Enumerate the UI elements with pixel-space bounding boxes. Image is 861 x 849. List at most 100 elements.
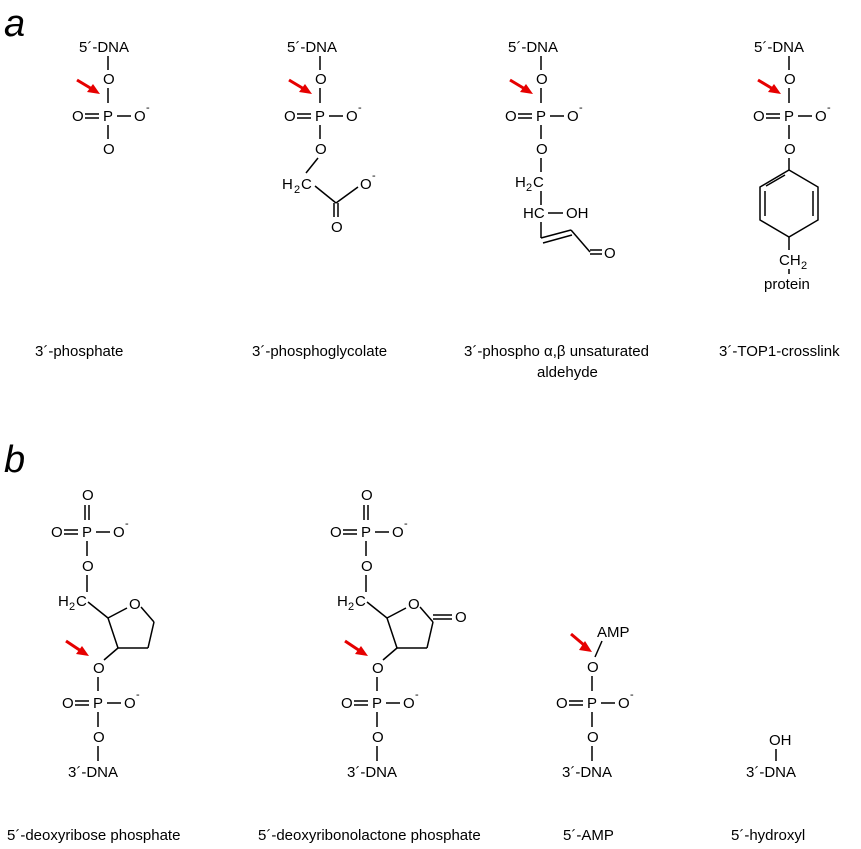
amp-label: AMP <box>597 624 630 641</box>
atom-o: O <box>124 695 136 712</box>
protein-label: protein <box>764 276 810 293</box>
ch2-subscript: 2 <box>294 184 300 196</box>
negative-charge: - <box>372 170 376 182</box>
atom-o: O <box>815 108 827 125</box>
red-arrow <box>288 78 312 94</box>
atom-o: O <box>62 695 74 712</box>
double-bond <box>540 229 572 239</box>
label-3-phosphoglycolate: 3´-phosphoglycolate <box>252 343 387 360</box>
atom-o: O <box>784 141 796 158</box>
ch2-h: H <box>337 593 348 610</box>
label-5-deoxyribose-phosphate: 5´-deoxyribose phosphate <box>7 827 180 844</box>
negative-charge: - <box>630 689 634 701</box>
atom-o: O <box>346 108 358 125</box>
hc-label: HC <box>523 205 545 222</box>
structure-5-hydroxyl: OH 3´-DNA <box>746 732 796 781</box>
red-arrow <box>509 78 533 94</box>
ch2-subscript: 2 <box>526 182 532 194</box>
top-dna-label: 5´-DNA <box>508 39 558 56</box>
label-3-phospho-aldehyde-line2: aldehyde <box>537 364 598 381</box>
label-3-phospho-aldehyde-line1: 3´-phospho α,β unsaturated <box>464 343 649 360</box>
structure-5-amp: AMP O O P O - O 3´-DNA <box>556 624 634 781</box>
atom-o: O <box>567 108 579 125</box>
atom-o: O <box>753 108 765 125</box>
atom-o: O <box>556 695 568 712</box>
structure-3-phosphoglycolate: 5´-DNA O O P O - O H 2 C O - O <box>282 39 376 236</box>
atom-p: P <box>315 108 325 125</box>
atom-o: O <box>51 524 63 541</box>
double-bond <box>542 234 573 244</box>
red-arrow <box>570 632 592 652</box>
atom-o: O <box>505 108 517 125</box>
label-3-top1-crosslink: 3´-TOP1-crosslink <box>719 343 840 360</box>
bottom-dna-label: 3´-DNA <box>562 764 612 781</box>
label-5-hydroxyl: 5´-hydroxyl <box>731 827 805 844</box>
ring-o: O <box>129 596 141 613</box>
ch2-c: C <box>301 176 312 193</box>
top-dna-label: 5´-DNA <box>754 39 804 56</box>
atom-p: P <box>536 108 546 125</box>
top-dna-label: 5´-DNA <box>79 39 129 56</box>
ch2-h: H <box>515 174 526 191</box>
atom-o: O <box>93 660 105 677</box>
atom-o: O <box>784 71 796 88</box>
bond <box>314 185 337 204</box>
ch2-c: C <box>355 593 366 610</box>
atom-o: O <box>134 108 146 125</box>
negative-charge: - <box>579 102 583 114</box>
red-arrow <box>344 639 368 656</box>
atom-o: O <box>315 71 327 88</box>
atom-o: O <box>604 245 616 262</box>
atom-o: O <box>341 695 353 712</box>
ring-o: O <box>408 596 420 613</box>
atom-p: P <box>587 695 597 712</box>
structure-3-phosphate: 5´-DNA O O P O - O <box>72 39 150 158</box>
panel-b-letter: b <box>4 439 25 481</box>
ch2-subscript: 2 <box>801 260 807 272</box>
ch2-c: C <box>76 593 87 610</box>
structure-5-deoxyribonolactone-phosphate: O O P O - O H 2 C O O O O P <box>330 487 467 781</box>
atom-p: P <box>372 695 382 712</box>
ch2-label: CH <box>779 252 801 269</box>
bottom-dna-label: 3´-DNA <box>746 764 796 781</box>
panel-a-letter: a <box>4 3 25 45</box>
bond <box>382 647 398 661</box>
atom-o: O <box>536 141 548 158</box>
red-arrow <box>76 78 100 94</box>
atom-o: O <box>361 487 373 504</box>
structure-5-deoxyribose-phosphate: O O P O - O H 2 C O O O P O - <box>51 487 155 781</box>
atom-o: O <box>331 219 343 236</box>
label-3-phosphate: 3´-phosphate <box>35 343 123 360</box>
lactone-ring <box>366 601 452 649</box>
negative-charge: - <box>146 102 150 114</box>
negative-charge: - <box>827 102 831 114</box>
top-dna-label: 5´-DNA <box>287 39 337 56</box>
atom-o: O <box>93 729 105 746</box>
bottom-dna-label: 3´-DNA <box>347 764 397 781</box>
atom-o: O <box>587 659 599 676</box>
atom-o: O <box>330 524 342 541</box>
atom-o: O <box>315 141 327 158</box>
atom-o: O <box>618 695 630 712</box>
ch2-subscript: 2 <box>69 601 75 613</box>
negative-charge: - <box>125 518 129 530</box>
atom-o: O <box>403 695 415 712</box>
negative-charge: - <box>415 689 419 701</box>
ch2-h: H <box>58 593 69 610</box>
bond <box>305 157 319 174</box>
bond <box>594 640 603 658</box>
atom-o: O <box>72 108 84 125</box>
atom-o: O <box>82 487 94 504</box>
bond <box>103 647 119 661</box>
negative-charge: - <box>404 518 408 530</box>
bottom-dna-label: 3´-DNA <box>68 764 118 781</box>
ch2-c: C <box>533 174 544 191</box>
atom-p: P <box>784 108 794 125</box>
carbonyl-o: O <box>455 609 467 626</box>
structure-3-phospho-unsaturated-aldehyde: 5´-DNA O O P O - O H 2 C HC OH O <box>505 39 616 262</box>
red-arrow <box>65 639 89 656</box>
bond <box>570 229 591 253</box>
atom-o: O <box>103 71 115 88</box>
negative-charge: - <box>358 102 362 114</box>
